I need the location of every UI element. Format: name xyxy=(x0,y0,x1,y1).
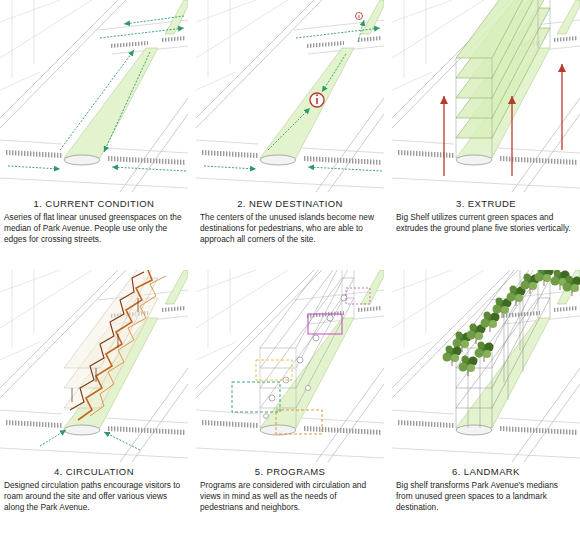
panel-description: The centers of the unused islands become… xyxy=(198,212,382,245)
panel: 5. PROGRAMS Programs are considered with … xyxy=(198,270,382,516)
tree-clusters xyxy=(443,270,580,376)
panel-landmark xyxy=(392,270,580,462)
panel-description: Aseries of flat linear unused greenspace… xyxy=(2,212,186,245)
panel-description: Big Shelf utilizes current green spaces … xyxy=(394,212,578,234)
panel-extrude xyxy=(392,0,580,192)
panel-description: Programs are considered with circulation… xyxy=(198,480,382,513)
info-symbol xyxy=(310,13,363,108)
panel: 2. NEW DESTINATION The centers of the unu… xyxy=(198,0,382,248)
panel-heading: 2. NEW DESTINATION xyxy=(198,198,382,210)
panel-description: Big shelf transforms Park Avenue's media… xyxy=(394,480,578,513)
panel-heading: 1. CURRENT CONDITION xyxy=(2,198,186,210)
panel: 4. CIRCULATION Designed circulation paths… xyxy=(2,270,186,516)
panel-current-condition xyxy=(0,0,188,192)
panel: 1. CURRENT CONDITION Aseries of flat line… xyxy=(2,0,186,248)
panel-heading: 4. CIRCULATION xyxy=(2,466,186,478)
panel-heading: 3. EXTRUDE xyxy=(394,198,578,210)
panel: 3. EXTRUDE Big Shelf utilizes current gre… xyxy=(394,0,578,237)
panel-description: Designed circulation paths encourage vis… xyxy=(2,480,186,513)
panel-heading: 5. PROGRAMS xyxy=(198,466,382,478)
panel: 6. LANDMARK Big shelf transforms Park Ave… xyxy=(394,270,578,516)
panel-heading: 6. LANDMARK xyxy=(394,466,578,478)
panel-new-destination xyxy=(196,0,384,192)
panel-circulation xyxy=(0,270,188,462)
panel-programs xyxy=(196,270,384,462)
